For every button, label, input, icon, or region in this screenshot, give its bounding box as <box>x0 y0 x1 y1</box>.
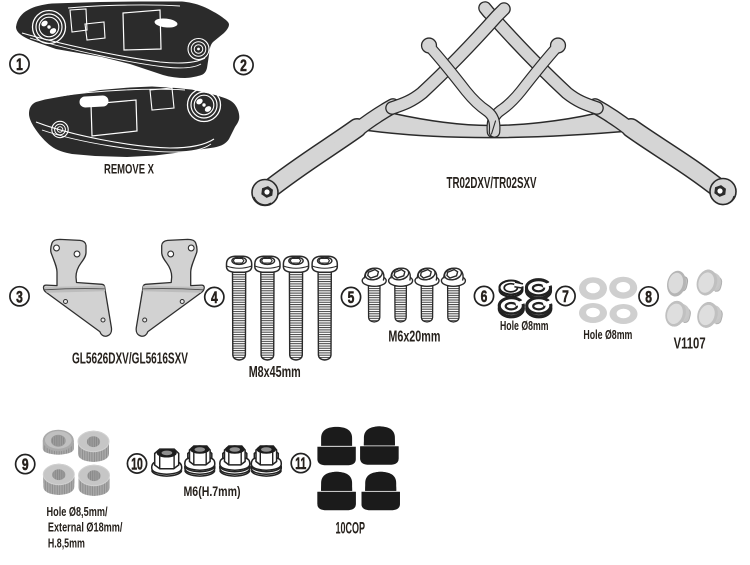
svg-text:3: 3 <box>16 289 23 307</box>
svg-text:External Ø18mm/: External Ø18mm/ <box>48 520 123 535</box>
svg-text:11: 11 <box>295 453 306 472</box>
svg-text:10COP: 10COP <box>336 519 366 537</box>
svg-text:Hole Ø8mm: Hole Ø8mm <box>583 327 632 342</box>
svg-text:M8x45mm: M8x45mm <box>249 364 301 381</box>
svg-text:5: 5 <box>348 289 355 307</box>
svg-text:6: 6 <box>481 288 488 306</box>
svg-text:M6(H.7mm): M6(H.7mm) <box>184 483 241 499</box>
svg-text:1: 1 <box>16 56 23 74</box>
svg-text:Hole Ø8,5mm/: Hole Ø8,5mm/ <box>47 504 108 519</box>
svg-text:10: 10 <box>131 454 143 473</box>
svg-text:4: 4 <box>211 289 218 307</box>
svg-text:REMOVE X: REMOVE X <box>104 161 154 177</box>
svg-text:M6x20mm: M6x20mm <box>388 328 440 345</box>
svg-text:GL5626DXV/GL5616SXV: GL5626DXV/GL5616SXV <box>72 351 188 368</box>
svg-text:8: 8 <box>645 289 652 307</box>
svg-text:9: 9 <box>22 456 29 474</box>
svg-text:Hole Ø8mm: Hole Ø8mm <box>500 318 549 333</box>
svg-text:H.8,5mm: H.8,5mm <box>48 536 85 551</box>
svg-text:7: 7 <box>562 288 569 306</box>
svg-text:V1107: V1107 <box>674 336 706 353</box>
svg-text:2: 2 <box>240 57 247 75</box>
svg-text:TR02DXV/TR02SXV: TR02DXV/TR02SXV <box>447 175 537 192</box>
